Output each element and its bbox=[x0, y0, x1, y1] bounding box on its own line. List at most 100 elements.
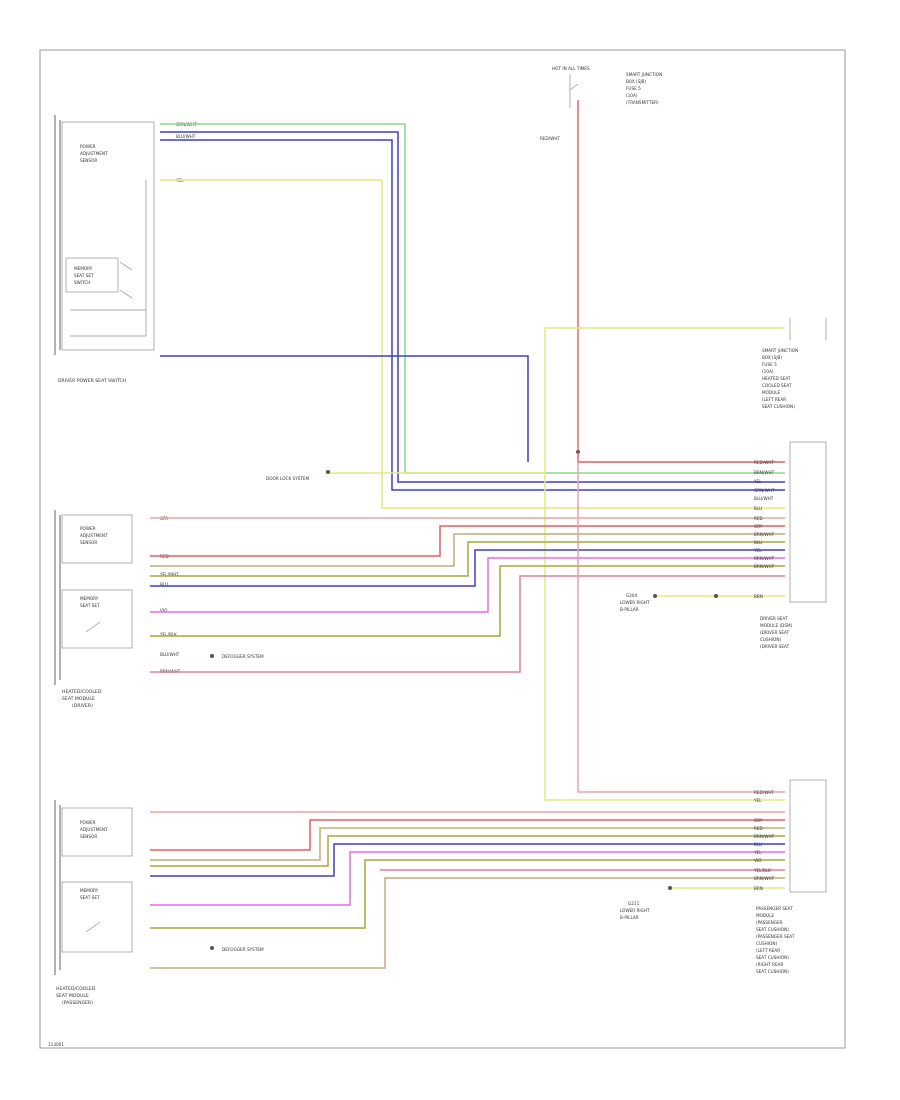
svg-text:MEMORY: MEMORY bbox=[74, 266, 93, 271]
svg-text:ADJUSTMENT: ADJUSTMENT bbox=[80, 827, 108, 832]
passenger-control-module: POWER ADJUSTMENT SENSOR MEMORY SEAT SET … bbox=[54, 800, 133, 1006]
svg-text:MEMORY: MEMORY bbox=[80, 888, 99, 893]
svg-text:SEAT SET: SEAT SET bbox=[80, 603, 100, 608]
driver-switch-title: DRIVER POWER SEAT SWITCH bbox=[58, 378, 126, 384]
diagram-code: 113001 bbox=[48, 1042, 64, 1047]
svg-text:YEL: YEL bbox=[753, 479, 762, 484]
svg-text:SMART JUNCTION: SMART JUNCTION bbox=[762, 348, 798, 353]
svg-text:YEL: YEL bbox=[753, 548, 762, 553]
svg-text:ADJUSTMENT: ADJUSTMENT bbox=[80, 533, 108, 538]
driver-ground: G204 LOWER RIGHT B-PILLAR bbox=[620, 593, 785, 612]
svg-text:BRN/WHT: BRN/WHT bbox=[754, 876, 775, 881]
driver-control-title-1: HEATED/COOLED bbox=[62, 689, 102, 695]
svg-text:RED: RED bbox=[754, 516, 763, 521]
feed-wire-tag: RED/WHT bbox=[540, 136, 560, 141]
svg-text:(PASSENGER SEAT: (PASSENGER SEAT bbox=[756, 934, 795, 939]
fuse-line-2: BOX (SJB) bbox=[626, 79, 646, 84]
svg-text:(PASSENGER: (PASSENGER bbox=[756, 920, 783, 925]
svg-text:GRN/WHT: GRN/WHT bbox=[754, 488, 775, 493]
door-lock-label: DOOR LOCK SYSTEM bbox=[266, 476, 310, 481]
svg-text:RED/WHT: RED/WHT bbox=[754, 460, 774, 465]
passenger-ground: G211 LOWER RIGHT B-PILLAR bbox=[620, 886, 672, 920]
svg-text:G204: G204 bbox=[626, 593, 638, 598]
svg-text:RED: RED bbox=[754, 826, 763, 831]
svg-text:BRN/WHT: BRN/WHT bbox=[754, 564, 775, 569]
svg-text:PASSENGER SEAT: PASSENGER SEAT bbox=[756, 906, 793, 911]
driver-control-title-3: (DRIVER) bbox=[72, 703, 93, 709]
svg-text:BRN/WHT: BRN/WHT bbox=[754, 532, 775, 537]
driver-seat-switch: POWER ADJUSTMENT SENSOR MEMORY SEAT SET … bbox=[54, 115, 155, 384]
svg-text:SEAT SET: SEAT SET bbox=[74, 273, 94, 278]
svg-text:SEAT CUSHION): SEAT CUSHION) bbox=[756, 955, 789, 960]
svg-text:HEATED SEAT: HEATED SEAT bbox=[762, 376, 791, 381]
right-pin-tags-top: RED/WHT BRN/WHT YEL GRN/WHT BLU/WHT BLU … bbox=[753, 460, 775, 599]
svg-text:DRIVER SEAT: DRIVER SEAT bbox=[760, 616, 788, 621]
svg-text:(RIGHT REAR: (RIGHT REAR bbox=[756, 962, 783, 967]
bottom-wires bbox=[150, 462, 785, 969]
svg-text:VIO: VIO bbox=[160, 608, 168, 613]
svg-text:(LEFT REAR: (LEFT REAR bbox=[762, 397, 786, 402]
svg-text:LOWER RIGHT: LOWER RIGHT bbox=[620, 908, 650, 913]
hot-label: HOT IN ALL TIMES bbox=[552, 66, 590, 71]
svg-text:(LEFT REAR: (LEFT REAR bbox=[756, 948, 780, 953]
svg-text:RED/WHT: RED/WHT bbox=[754, 790, 774, 795]
svg-text:SENSOR: SENSOR bbox=[80, 540, 97, 545]
svg-text:BRN/WHT: BRN/WHT bbox=[754, 470, 775, 475]
svg-text:G211: G211 bbox=[628, 901, 640, 906]
passenger-control-title-1: HEATED/COOLED bbox=[56, 986, 96, 992]
svg-text:BLU: BLU bbox=[754, 842, 762, 847]
svg-text:BLU: BLU bbox=[754, 506, 762, 511]
svg-text:B-PILLAR: B-PILLAR bbox=[620, 915, 639, 920]
svg-text:B-PILLAR: B-PILLAR bbox=[620, 607, 639, 612]
svg-text:SWITCH: SWITCH bbox=[74, 280, 90, 285]
svg-text:BLU: BLU bbox=[160, 582, 168, 587]
svg-text:CUSHION): CUSHION) bbox=[756, 941, 777, 946]
svg-text:DEFOGGER SYSTEM: DEFOGGER SYSTEM bbox=[222, 947, 264, 952]
svg-text:SEAT CUSHION): SEAT CUSHION) bbox=[762, 404, 795, 409]
fuse-line-3: FUSE 5 bbox=[626, 86, 641, 91]
passenger-control-title-3: (PASSENGER) bbox=[62, 1000, 93, 1006]
driver-control-title-2: SEAT MODULE bbox=[62, 696, 95, 702]
right-top-module: SMART JUNCTION BOX (SJB) FUSE 5 (10A) HE… bbox=[544, 318, 827, 801]
svg-text:SEAT SET: SEAT SET bbox=[80, 895, 100, 900]
svg-text:YEL/BLK: YEL/BLK bbox=[753, 868, 771, 873]
svg-text:SEAT CUSHION): SEAT CUSHION) bbox=[756, 927, 789, 932]
svg-text:MODULE: MODULE bbox=[756, 913, 775, 918]
svg-text:MEMORY: MEMORY bbox=[80, 596, 99, 601]
svg-text:BRN/WHT: BRN/WHT bbox=[754, 834, 775, 839]
svg-text:YEL/BLK: YEL/BLK bbox=[159, 632, 177, 637]
svg-text:BLU/WHT: BLU/WHT bbox=[754, 496, 774, 501]
svg-text:MODULE: MODULE bbox=[762, 390, 781, 395]
svg-text:POWER: POWER bbox=[80, 820, 96, 825]
svg-text:BRN/WHT: BRN/WHT bbox=[754, 556, 775, 561]
diagram-border bbox=[39, 49, 846, 1049]
right-bottom-module: RED/WHT YEL GRY RED BRN/WHT BLU YEL VIO … bbox=[753, 779, 827, 974]
svg-text:BOX (SJB): BOX (SJB) bbox=[762, 355, 782, 360]
passenger-control-title-2: SEAT MODULE bbox=[56, 993, 89, 999]
svg-text:BLU: BLU bbox=[754, 540, 762, 545]
svg-text:SEAT CUSHION): SEAT CUSHION) bbox=[756, 969, 789, 974]
svg-text:COOLED SEAT: COOLED SEAT bbox=[762, 383, 792, 388]
driver-control-module: POWER ADJUSTMENT SENSOR MEMORY SEAT SET … bbox=[54, 510, 133, 709]
svg-text:POWER: POWER bbox=[80, 144, 96, 149]
svg-text:SENSOR: SENSOR bbox=[80, 834, 97, 839]
svg-text:SENSOR: SENSOR bbox=[80, 158, 97, 163]
svg-text:BRN: BRN bbox=[754, 886, 763, 891]
top-wires bbox=[160, 123, 785, 509]
svg-text:BLU/WHT: BLU/WHT bbox=[160, 652, 180, 657]
svg-text:BRN: BRN bbox=[754, 594, 763, 599]
svg-text:ADJUSTMENT: ADJUSTMENT bbox=[80, 151, 108, 156]
svg-text:CUSHION): CUSHION) bbox=[760, 637, 781, 642]
fuse-line-4: (10A) bbox=[626, 93, 638, 98]
svg-text:VIO: VIO bbox=[754, 858, 762, 863]
svg-text:YEL/WHT: YEL/WHT bbox=[159, 572, 179, 577]
svg-text:FUSE 5: FUSE 5 bbox=[762, 362, 777, 367]
fuse-line-1: SMART JUNCTION bbox=[626, 72, 662, 77]
svg-text:LOWER RIGHT: LOWER RIGHT bbox=[620, 600, 650, 605]
mid-wires bbox=[150, 517, 785, 673]
svg-text:GRY: GRY bbox=[754, 524, 763, 529]
svg-text:POWER: POWER bbox=[80, 526, 96, 531]
svg-text:YEL: YEL bbox=[753, 850, 762, 855]
svg-text:YEL: YEL bbox=[753, 798, 762, 803]
